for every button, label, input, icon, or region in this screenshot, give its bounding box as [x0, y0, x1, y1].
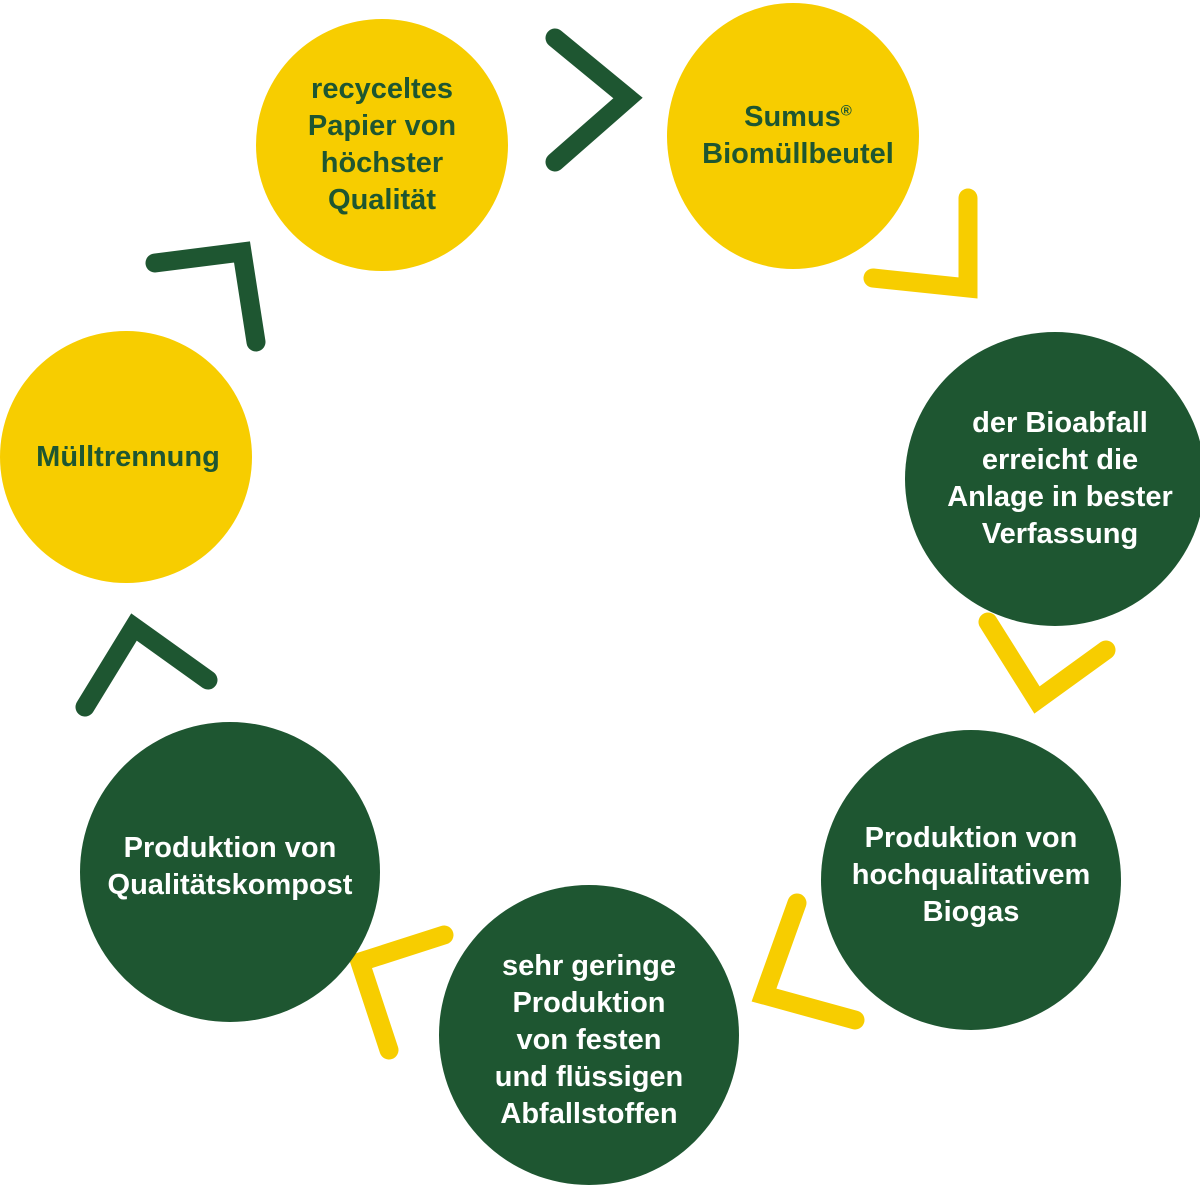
node-waste-separation: Mülltrennung	[0, 331, 252, 583]
product-name: Biomüllbeutel	[702, 138, 894, 170]
arrow-n6-to-n7	[75, 613, 218, 717]
arrow-n4-to-n5	[751, 893, 865, 1030]
node-biowaste-condition: der Bioabfall erreicht die Anlage in bes…	[905, 332, 1200, 626]
node-compost-production: Produktion von Qualitätskompost	[80, 722, 380, 1022]
node-label: der Bioabfall erreicht die Anlage in bes…	[947, 407, 1173, 550]
node-low-waste-output: sehr geringe Produktion von festen und f…	[439, 885, 739, 1185]
arrow-n7-to-n1	[145, 241, 266, 352]
node-label: recyceltes Papier von höchster Qualität	[307, 73, 457, 216]
arrow-n1-to-n2	[545, 28, 643, 172]
arrow-n3-to-n4	[978, 612, 1116, 714]
node-label: Mülltrennung	[36, 440, 220, 473]
node-label: Produktion von Qualitätskompost	[107, 832, 353, 901]
node-label: sehr geringe Produktion von festen und f…	[494, 949, 684, 1130]
arrow-n2-to-n3	[863, 188, 978, 299]
node-sumus-biobags: Sumus® Biomüllbeutel	[667, 3, 919, 269]
node-label: Sumus® Biomüllbeutel	[692, 99, 894, 173]
node-recycled-paper: recyceltes Papier von höchster Qualität	[256, 19, 508, 271]
arrow-n5-to-n6	[347, 925, 454, 1060]
node-label: Produktion von hochqualitativem Biogas	[851, 821, 1091, 928]
brand-name: Sumus	[744, 101, 841, 133]
registered-mark: ®	[840, 102, 852, 120]
node-biogas-production: Produktion von hochqualitativem Biogas	[821, 730, 1121, 1030]
